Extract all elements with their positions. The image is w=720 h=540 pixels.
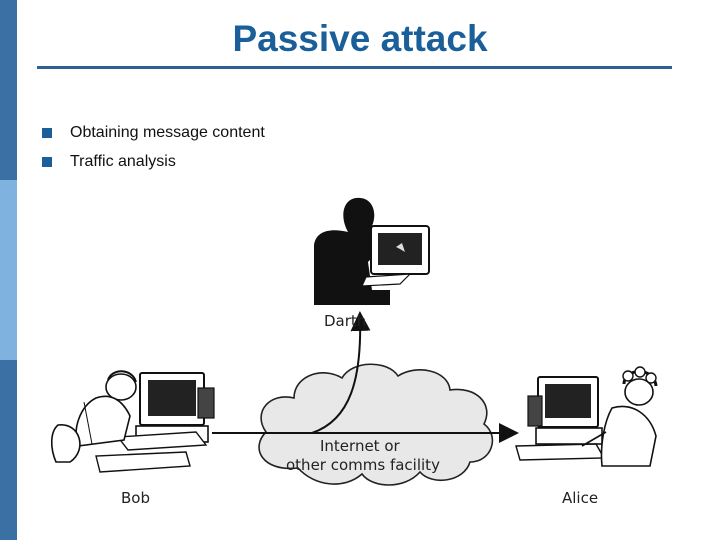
receiver-label: Alice (562, 489, 598, 507)
bullet-item: Traffic analysis (42, 147, 265, 176)
bullet-list: Obtaining message content Traffic analys… (42, 118, 265, 176)
network-label-line2: other comms facility (286, 456, 440, 474)
sender-figure (50, 370, 215, 473)
side-strip-middle (0, 180, 17, 360)
receiver-figure (515, 366, 658, 467)
slide-title: Passive attack (232, 18, 488, 59)
attacker-figure (314, 197, 430, 305)
title-underline (37, 66, 672, 69)
attacker-label: Darth (324, 312, 366, 330)
side-strip-bottom (0, 360, 17, 540)
square-bullet-icon (42, 127, 52, 138)
sender-label: Bob (121, 489, 150, 507)
network-cloud (258, 363, 494, 486)
interception-arrow (311, 311, 371, 434)
network-label-line1: Internet or (320, 437, 401, 455)
side-strip-top (0, 0, 17, 180)
square-bullet-icon (42, 156, 52, 167)
bullet-item: Obtaining message content (42, 118, 265, 147)
bullet-text: Obtaining message content (70, 123, 265, 141)
bullet-text: Traffic analysis (70, 152, 176, 170)
